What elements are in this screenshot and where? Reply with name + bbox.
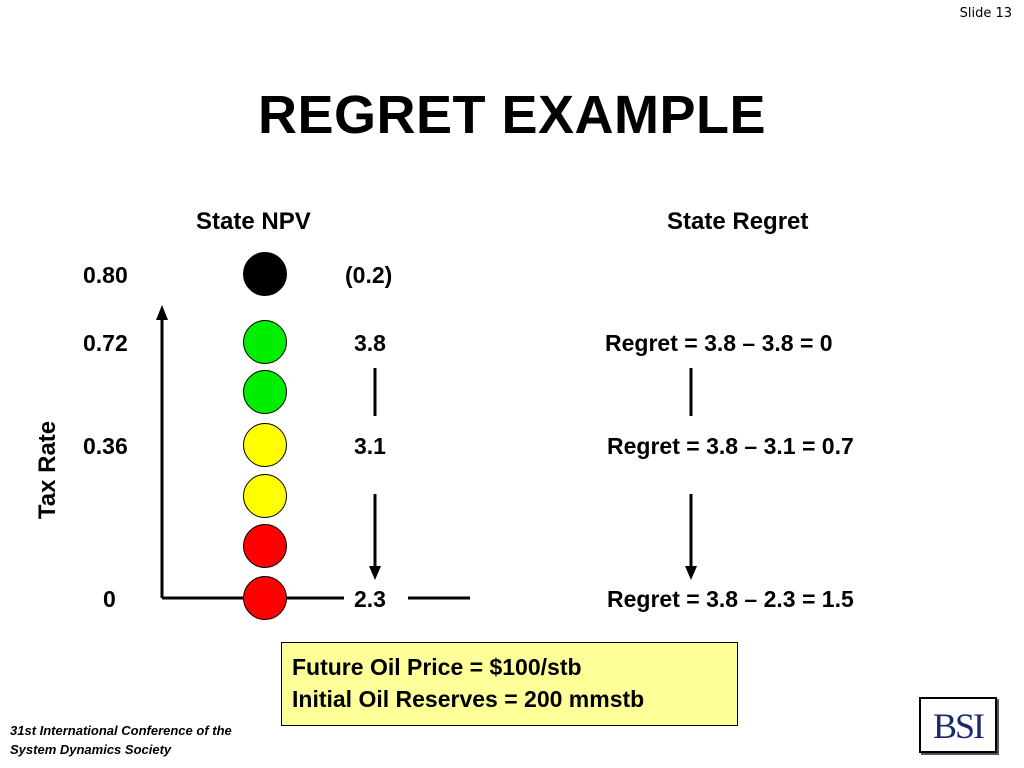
state-regret-header: State Regret bbox=[667, 208, 809, 235]
state-circle-black bbox=[243, 252, 287, 296]
regret-value-0-72: Regret = 3.8 – 3.8 = 0 bbox=[605, 330, 833, 356]
tick-label-0: 0 bbox=[103, 586, 116, 612]
regret-value-0-36: Regret = 3.8 – 3.1 = 0.7 bbox=[607, 433, 854, 459]
conference-footer: 31st International Conference of the Sys… bbox=[10, 721, 232, 759]
footer-line-2: System Dynamics Society bbox=[10, 742, 172, 757]
state-circle-red-2 bbox=[243, 576, 287, 620]
tick-label-0-80: 0.80 bbox=[83, 262, 128, 288]
tick-label-0-72: 0.72 bbox=[83, 330, 128, 356]
bsi-logo: BSI bbox=[919, 697, 997, 753]
regret-value-0: Regret = 3.8 – 2.3 = 1.5 bbox=[607, 586, 854, 612]
state-npv-header: State NPV bbox=[196, 208, 311, 235]
state-circle-green-2 bbox=[243, 370, 287, 414]
footer-line-1: 31st International Conference of the bbox=[10, 723, 232, 738]
oil-reserves-note: Initial Oil Reserves = 200 mmstb bbox=[292, 686, 645, 712]
state-circle-yellow-2 bbox=[243, 474, 287, 518]
state-circle-yellow-1 bbox=[243, 423, 287, 467]
npv-arrowhead bbox=[369, 566, 381, 580]
tick-label-0-36: 0.36 bbox=[83, 433, 128, 459]
npv-value-0-72: 3.8 bbox=[354, 330, 386, 356]
npv-value-0-36: 3.1 bbox=[354, 433, 386, 459]
slide-number: Slide 13 bbox=[959, 6, 1012, 21]
oil-price-note: Future Oil Price = $100/stb bbox=[292, 654, 582, 680]
state-circle-green-1 bbox=[243, 320, 287, 364]
y-axis-arrowhead bbox=[156, 305, 168, 320]
npv-value-0: 2.3 bbox=[354, 586, 386, 612]
assumptions-note-box: Future Oil Price = $100/stb Initial Oil … bbox=[281, 642, 738, 726]
state-circle-red-1 bbox=[243, 524, 287, 568]
regret-arrowhead bbox=[685, 566, 697, 580]
npv-value-0-80: (0.2) bbox=[345, 262, 393, 288]
slide-title: REGRET EXAMPLE bbox=[257, 85, 767, 145]
